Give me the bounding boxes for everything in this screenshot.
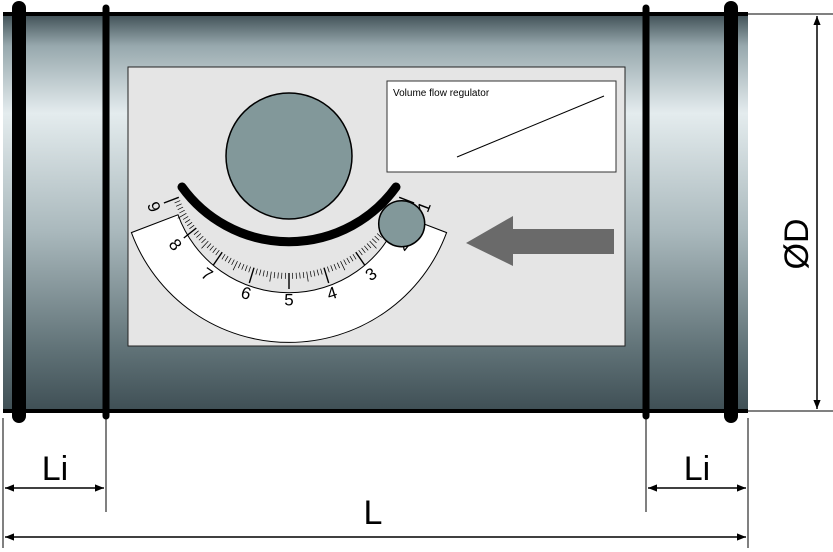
dial-minor-tick [346,257,351,264]
dial-major-tick [212,251,223,266]
dial-minor-tick [273,272,276,279]
dial-minor-tick [262,270,265,277]
dial-minor-tick [366,243,372,249]
setting-pointer-knob[interactable] [377,199,426,248]
dial-minor-tick [193,230,199,235]
dial-minor-tick [259,269,262,276]
dial-minor-tick [221,254,226,260]
dial-minor-tick [371,238,377,244]
dial-minor-tick [352,254,357,260]
dial-minor-tick [198,235,204,241]
dial-minor-tick [175,203,182,207]
dial-minor-tick [361,247,366,254]
dial-minor-tick [299,272,301,279]
dial-major-tick [355,251,366,266]
dial-scale-number: 5 [284,290,293,309]
dial-minor-tick [320,268,323,275]
dial-minor-tick [340,261,346,271]
dial-minor-tick [330,265,334,272]
dial-minor-tick [237,262,242,269]
length-label: L [364,494,383,532]
dial-ticks [163,196,415,289]
dial-minor-tick [277,272,279,279]
left-arrow-icon [466,216,614,266]
dial-minor-tick [302,272,305,279]
dial-minor-tick [358,249,363,256]
regulator-arc [177,182,401,247]
dial-minor-tick [369,240,377,249]
dial-minor-tick [266,271,269,278]
dial-minor-tick [336,262,341,269]
dial-minor-tick [231,259,235,266]
dial-minor-tick [209,245,214,251]
dial-minor-tick [179,209,185,214]
insert-right-label: Li [684,450,710,488]
dial-minor-tick [177,206,184,211]
flow-chart-title: Volume flow regulator [393,88,490,99]
dial-minor-tick [374,235,380,241]
dial-minor-tick [349,255,354,262]
dial-minor-tick [201,240,209,249]
dial-minor-tick [316,269,319,276]
dial-minor-tick [182,216,189,220]
dial-minor-tick [376,233,382,238]
dial-minor-tick [333,263,337,270]
dial-minor-tick [212,247,217,254]
flow-chart-box [386,80,617,173]
dial-minor-tick [309,271,312,278]
dial-minor-tick [177,212,187,219]
dial-minor-tick [306,271,309,282]
dial-minor-tick [232,261,238,271]
dial-minor-tick [364,245,369,251]
dial-minor-tick [174,200,181,204]
dial-minor-tick [189,224,195,230]
dial-major-tick [398,196,415,204]
dial-minor-tick [313,270,316,277]
dial-major-tick [183,227,197,239]
dial-major-tick [248,267,255,284]
regulator-knob[interactable] [225,92,353,220]
insert-left-label: Li [42,450,68,488]
dial-minor-tick [269,271,272,282]
dial-minor-tick [248,266,251,273]
flow-chart-line [456,95,605,158]
dial-minor-tick [215,249,220,256]
dial-minor-tick [196,233,202,238]
dial-minor-tick [244,265,248,272]
dial-major-tick [163,196,180,204]
dial-minor-tick [184,219,191,223]
dial-minor-tick [241,263,245,270]
dial-minor-tick [327,266,330,273]
dial-minor-tick [255,268,258,275]
dial-minor-tick [201,238,207,244]
dial-minor-tick [224,255,229,262]
dial-minor-tick [206,243,212,249]
dial-minor-tick [343,259,347,266]
dial-major-tick [323,267,330,284]
dial-minor-tick [227,257,232,264]
diameter-label: ØD [778,219,816,270]
dial-minor-tick [186,222,193,227]
dial-scale-band [130,214,448,343]
